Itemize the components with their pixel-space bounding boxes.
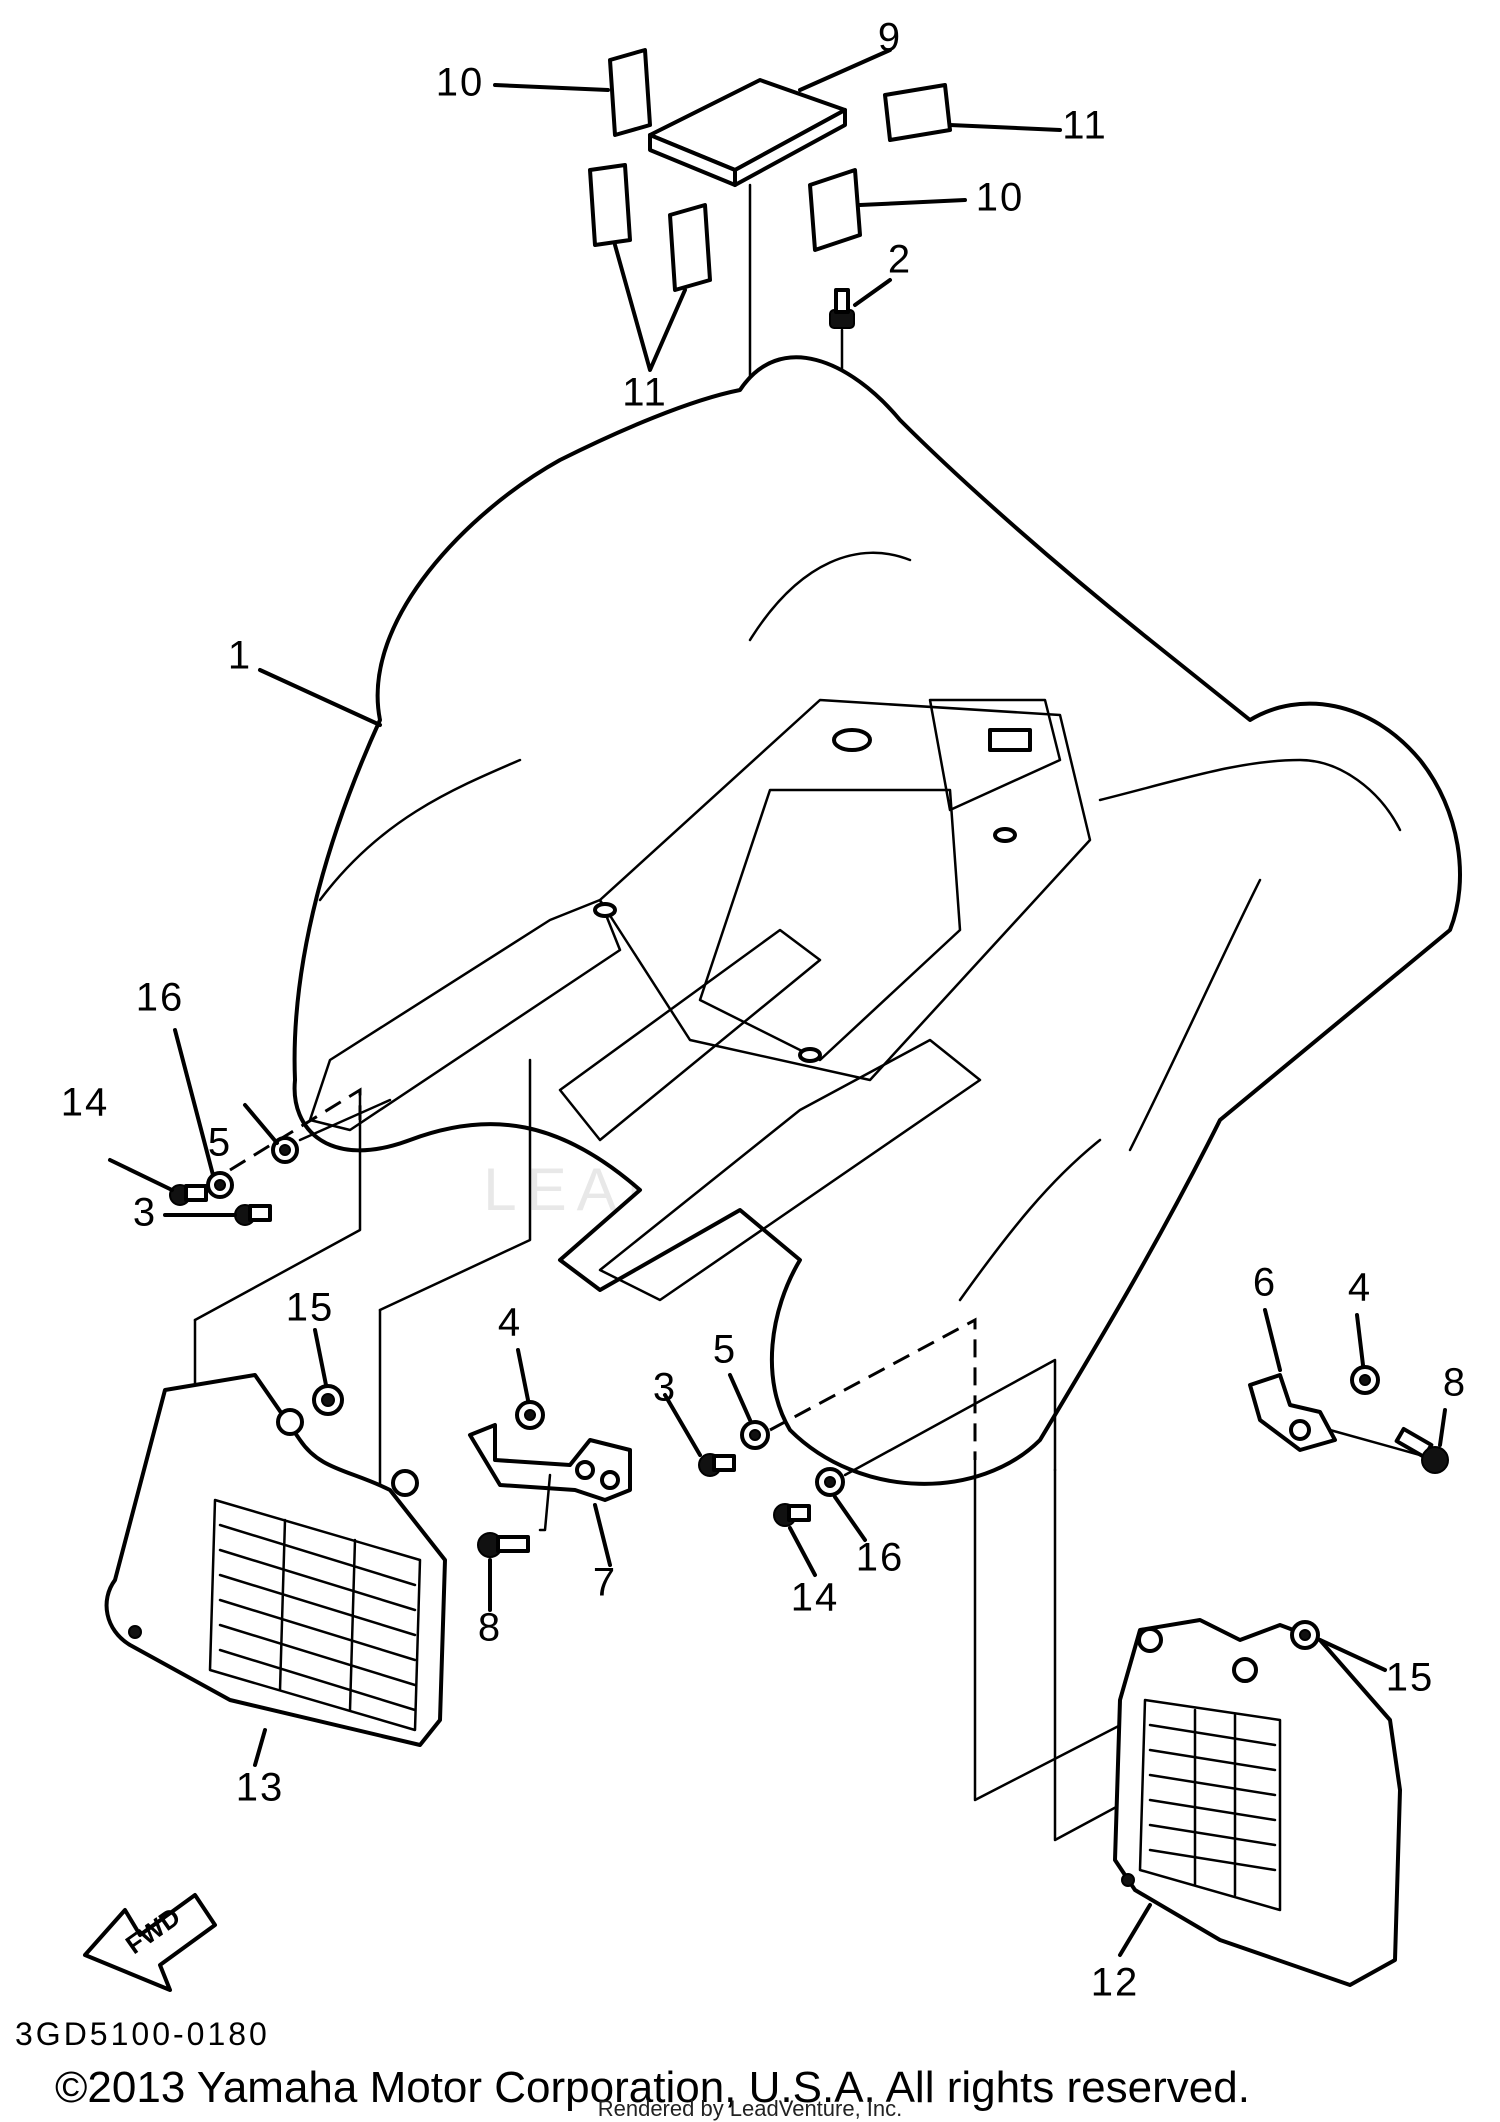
- callout-12: 12: [1091, 1961, 1140, 2005]
- callout-16-left: 16: [136, 976, 185, 1020]
- leader-15-right: [1318, 1638, 1387, 1672]
- leader-11-left: [613, 243, 687, 372]
- copyright-text: ©2013 Yamaha Motor Corporation, U.S.A. A…: [55, 2063, 1250, 2112]
- callout-11-left: 11: [622, 371, 668, 415]
- washer-5-right[interactable]: [740, 1420, 770, 1450]
- leader-1: [258, 668, 382, 727]
- mud-guard-13[interactable]: [104, 1373, 447, 1747]
- leader-5-left: [243, 1103, 279, 1145]
- callout-8-left: 8: [478, 1606, 502, 1650]
- leader-3-right: [663, 1393, 702, 1457]
- leader-14-left: [108, 1158, 174, 1192]
- callout-2: 2: [888, 238, 912, 282]
- callout-6: 6: [1253, 1261, 1277, 1305]
- leader-10-mid: [858, 198, 967, 207]
- callout-14-left: 14: [61, 1081, 110, 1125]
- guide-left-d: [378, 1058, 532, 1312]
- bolt-3-right[interactable]: [698, 1453, 736, 1477]
- callout-10-mid: 10: [976, 176, 1025, 220]
- bracket-6[interactable]: [1248, 1373, 1337, 1452]
- leader-13: [253, 1728, 267, 1767]
- callout-3-left: 3: [133, 1191, 157, 1235]
- fwd-arrow-icon: FWD: [83, 1893, 217, 1992]
- washer-16-right[interactable]: [815, 1467, 845, 1497]
- leader-2: [853, 278, 892, 307]
- callout-4-left: 4: [498, 1301, 522, 1345]
- washer-16-left[interactable]: [206, 1171, 234, 1199]
- nut-4-left[interactable]: [515, 1400, 545, 1430]
- callout-1: 1: [228, 634, 252, 678]
- callout-16-right: 16: [856, 1536, 905, 1580]
- decal-10-top[interactable]: [608, 48, 652, 137]
- bolt-3-left[interactable]: [234, 1204, 272, 1226]
- decal-11-top[interactable]: [883, 83, 952, 142]
- bolt-14-right[interactable]: [773, 1503, 811, 1527]
- decal-9[interactable]: [648, 78, 847, 187]
- guide-8-right: [1328, 1428, 1422, 1457]
- bolt-8-right[interactable]: [1394, 1426, 1449, 1474]
- rendered-by-text: Rendered by LeadVenture, Inc.: [598, 2096, 903, 2121]
- diagram-code: 3GD5100-0180: [15, 2016, 270, 2052]
- callout-4-right: 4: [1348, 1266, 1372, 1310]
- callout-15-left: 15: [286, 1286, 335, 1330]
- callout-13: 13: [236, 1766, 285, 1810]
- mud-guard-12[interactable]: [1113, 1618, 1402, 1987]
- guide-8-left: [538, 1473, 552, 1532]
- callout-7: 7: [593, 1561, 617, 1605]
- leader-4-left: [516, 1348, 530, 1402]
- leader-16-left: [173, 1028, 215, 1177]
- nut-15-right[interactable]: [1290, 1620, 1320, 1650]
- nut-15-left[interactable]: [312, 1384, 344, 1416]
- guide-dash-right-a: [769, 1317, 977, 1460]
- leader-8-right: [1438, 1408, 1447, 1447]
- callout-14-right: 14: [791, 1576, 840, 1620]
- bolt-2[interactable]: [829, 288, 855, 392]
- callout-5-left: 5: [208, 1121, 232, 1165]
- guide-left-b: [298, 1098, 392, 1142]
- callout-15-right: 15: [1386, 1656, 1435, 1700]
- decal-11-left-a[interactable]: [588, 163, 632, 247]
- guide-left-c: [193, 1088, 362, 1322]
- callout-10-top: 10: [436, 61, 485, 105]
- leader-14-right: [788, 1526, 817, 1577]
- guide-right-c: [973, 1458, 1142, 1802]
- washer-5-left[interactable]: [271, 1136, 299, 1164]
- callout-9: 9: [878, 16, 902, 60]
- bolt-8-left[interactable]: [477, 1532, 530, 1558]
- rear-fender-1[interactable]: [292, 355, 1462, 1486]
- leader-11-top: [948, 123, 1062, 132]
- callout-5-right: 5: [713, 1328, 737, 1372]
- callout-11-top: 11: [1062, 104, 1108, 148]
- leader-16-right: [833, 1495, 867, 1542]
- nut-4-right[interactable]: [1350, 1365, 1380, 1395]
- callout-3-right: 3: [653, 1366, 677, 1410]
- leader-12: [1118, 1903, 1152, 1957]
- leader-7: [593, 1503, 612, 1567]
- leader-4-right: [1355, 1313, 1365, 1367]
- leader-5-right: [728, 1373, 752, 1422]
- leader-10-top: [493, 83, 610, 92]
- decal-10-mid[interactable]: [808, 168, 862, 252]
- decal-11-left-b[interactable]: [668, 203, 712, 292]
- callout-8-right: 8: [1443, 1361, 1467, 1405]
- leader-9: [798, 48, 892, 92]
- leader-6: [1263, 1308, 1282, 1372]
- leader-15-left: [313, 1328, 328, 1387]
- bolt-14-left[interactable]: [169, 1184, 208, 1206]
- guide-right-b: [843, 1358, 1057, 1477]
